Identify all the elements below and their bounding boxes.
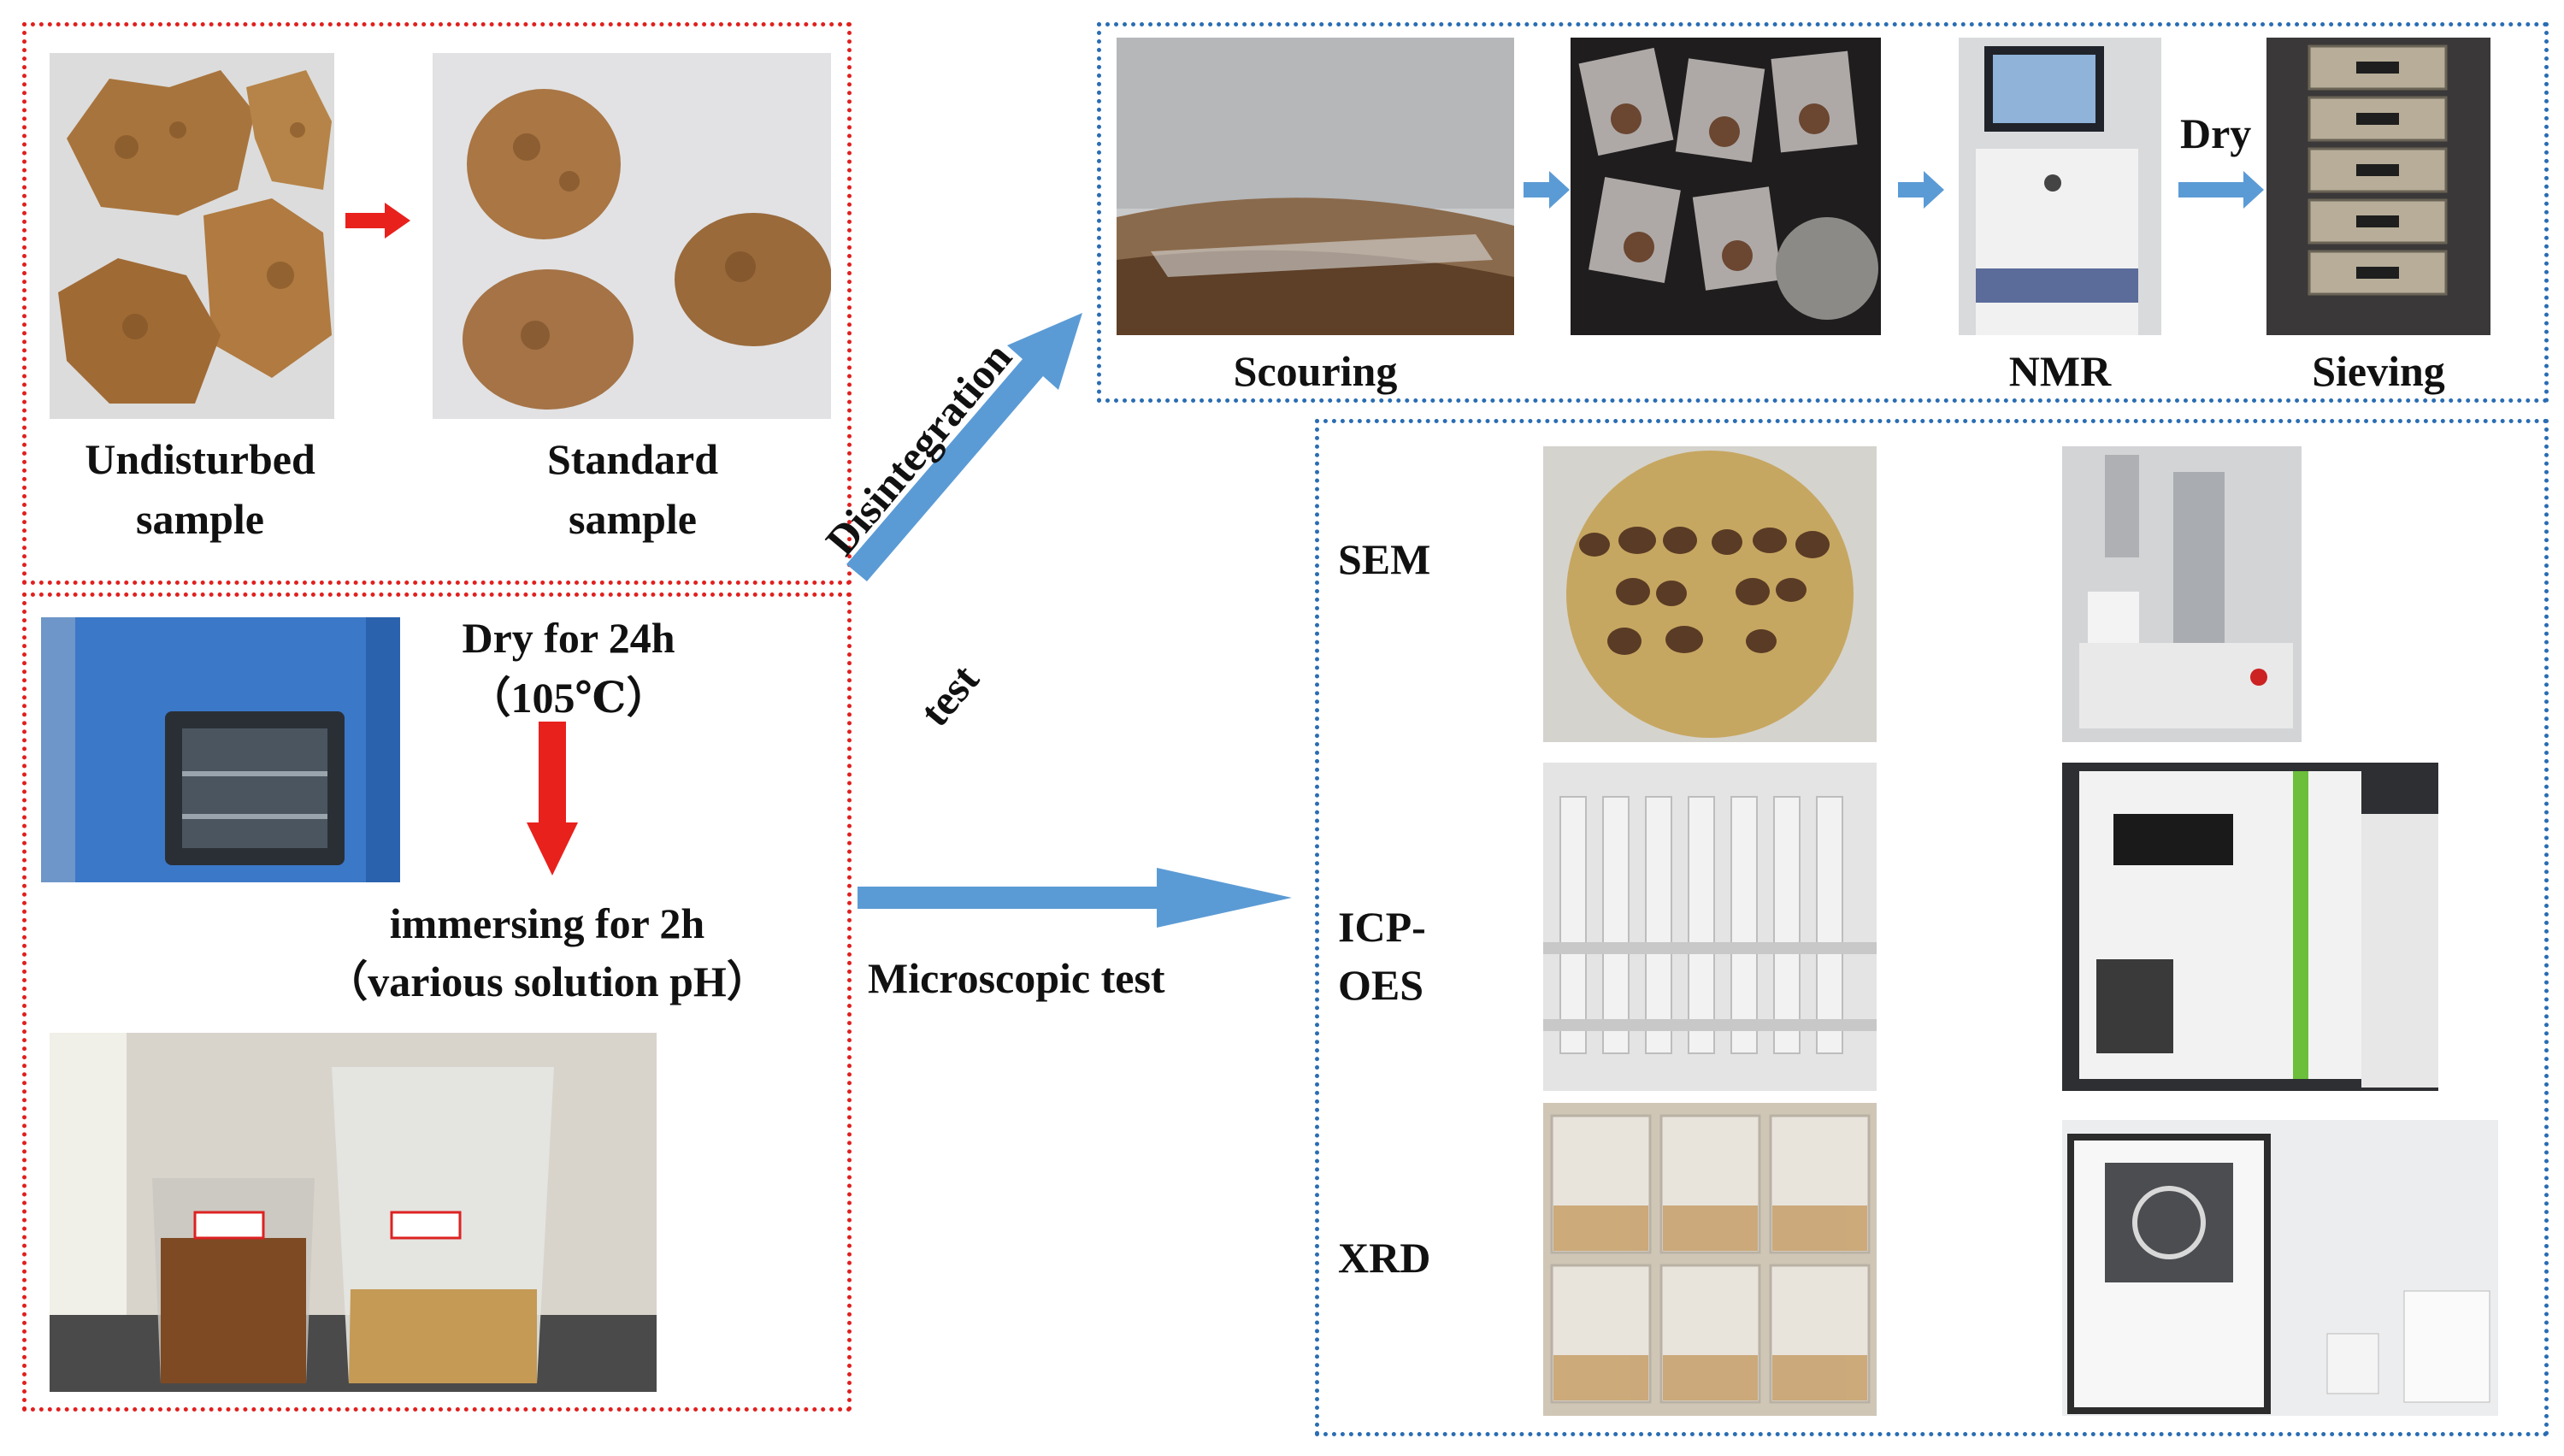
sem-sample-photo bbox=[1543, 446, 1877, 742]
xrd-label: XRD bbox=[1338, 1234, 1431, 1282]
undisturbed-sample-photo bbox=[50, 53, 334, 419]
microscopic-label: Microscopic test bbox=[868, 954, 1165, 1002]
undisturbed-label-line2: sample bbox=[136, 495, 264, 543]
disintegration-arrow bbox=[846, 313, 1082, 581]
blue-arrow-1 bbox=[1524, 171, 1570, 209]
nmr-machine-photo bbox=[1959, 38, 2161, 335]
sem-label: SEM bbox=[1338, 535, 1431, 583]
immerse-label-line2: （various solution pH） bbox=[325, 958, 769, 1005]
dry-step-label: Dry bbox=[2180, 109, 2252, 157]
microscopic-box bbox=[1315, 419, 2549, 1436]
standard-sample-photo bbox=[433, 53, 831, 419]
dry-label-line2: （105℃） bbox=[468, 674, 669, 722]
standard-label-line1: Standard bbox=[546, 435, 719, 483]
blue-arrow-2 bbox=[1898, 171, 1944, 209]
sample-prep-box bbox=[22, 22, 852, 585]
disintegration-label-line2: test bbox=[910, 655, 988, 735]
scouring-label: Scouring bbox=[1233, 347, 1398, 395]
red-down-arrow bbox=[527, 722, 578, 875]
drying-oven-photo bbox=[41, 617, 400, 882]
sieve-stack-photo bbox=[2266, 38, 2490, 335]
sample-bags-photo bbox=[1571, 38, 1881, 335]
microscopic-arrow bbox=[858, 868, 1292, 928]
undisturbed-label-line1: Undisturbed bbox=[85, 435, 315, 483]
icp-oes-instrument-photo bbox=[2062, 763, 2438, 1091]
immerse-label-line1: immersing for 2h bbox=[389, 899, 705, 947]
xrd-sample-bags-photo bbox=[1543, 1103, 1877, 1416]
icp-label-line1: ICP- bbox=[1338, 903, 1426, 951]
red-right-arrow bbox=[345, 203, 410, 239]
sem-instrument-photo bbox=[2062, 446, 2302, 742]
xrd-instrument-photo bbox=[2062, 1120, 2498, 1416]
blue-arrow-3 bbox=[2178, 171, 2264, 209]
test-tubes-photo bbox=[1543, 763, 1877, 1091]
disintegration-box bbox=[1097, 22, 2549, 403]
standard-label-line2: sample bbox=[569, 495, 697, 543]
sieving-label: Sieving bbox=[2312, 347, 2445, 395]
beaker-photo bbox=[50, 1033, 657, 1392]
dry-label-line1: Dry for 24h bbox=[462, 614, 675, 662]
nmr-label: NMR bbox=[2008, 347, 2112, 395]
scouring-photo bbox=[1117, 38, 1514, 335]
icp-label-line2: OES bbox=[1338, 961, 1424, 1009]
treatment-box bbox=[22, 592, 852, 1412]
